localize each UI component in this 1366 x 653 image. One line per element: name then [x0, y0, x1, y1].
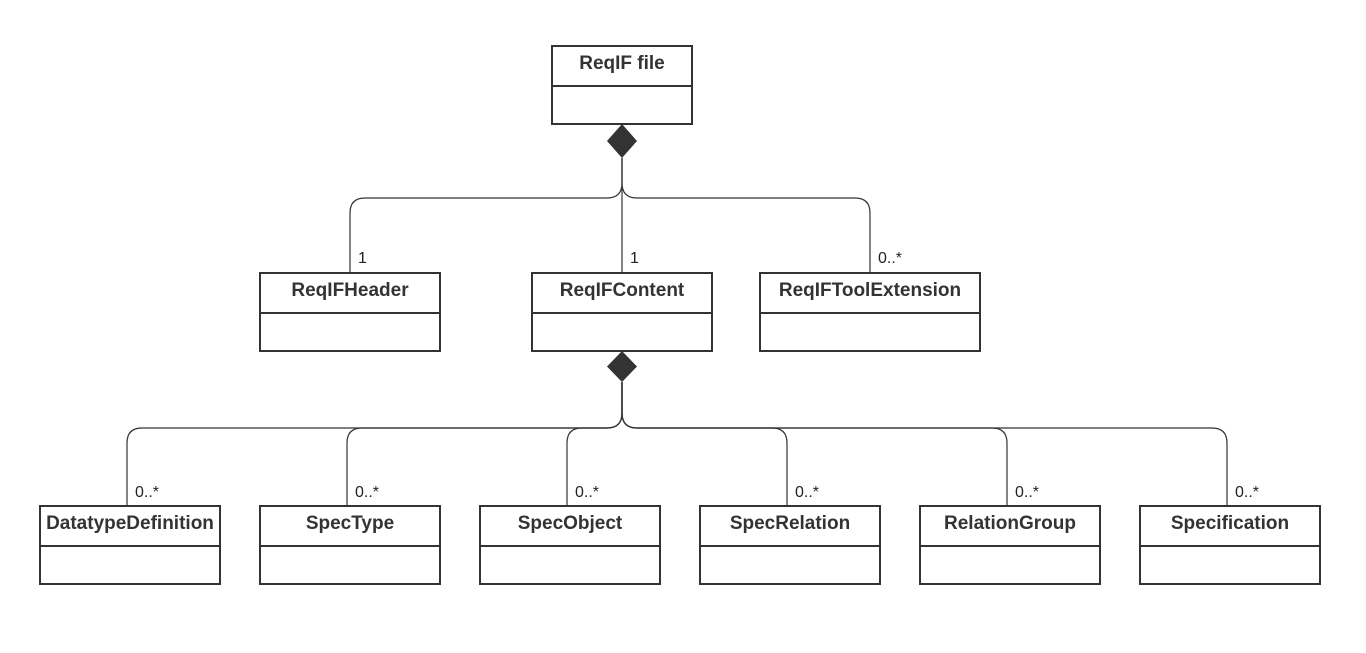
class-reqif-tool-extension[interactable]: ReqIFToolExtension: [759, 272, 981, 352]
connector-reqif-header: [349, 158, 623, 272]
class-datatype-definition[interactable]: DatatypeDefinition: [39, 505, 221, 585]
class-spec-type[interactable]: SpecType: [259, 505, 441, 585]
class-attributes: [921, 547, 1099, 583]
class-reqif-header[interactable]: ReqIFHeader: [259, 272, 441, 352]
class-reqif-file[interactable]: ReqIF file: [551, 45, 693, 125]
class-specification[interactable]: Specification: [1139, 505, 1321, 585]
class-attributes: [553, 87, 691, 123]
class-name: Specification: [1141, 507, 1319, 547]
class-name: RelationGroup: [921, 507, 1099, 547]
connector-spec-object: [566, 382, 623, 506]
class-attributes: [261, 547, 439, 583]
class-attributes: [701, 547, 879, 583]
multiplicity-datatype-definition: 0..*: [135, 484, 160, 501]
class-name: ReqIFHeader: [261, 274, 439, 314]
class-attributes: [41, 547, 219, 583]
composition-diamond-reqif-file: [607, 124, 637, 158]
class-name: DatatypeDefinition: [41, 507, 219, 547]
class-name: SpecObject: [481, 507, 659, 547]
class-attributes: [533, 314, 711, 350]
multiplicity-spec-object: 0..*: [575, 484, 600, 501]
multiplicity-reqif-content: 1: [630, 250, 639, 267]
connector-reqif-tool-extension: [621, 158, 871, 272]
class-attributes: [761, 314, 979, 350]
multiplicity-reqif-tool-extension: 0..*: [878, 250, 903, 267]
multiplicity-specification: 0..*: [1235, 484, 1260, 501]
class-spec-relation[interactable]: SpecRelation: [699, 505, 881, 585]
class-name: ReqIFContent: [533, 274, 711, 314]
class-name: ReqIF file: [553, 47, 691, 87]
connector-specification: [621, 382, 1228, 506]
class-reqif-content[interactable]: ReqIFContent: [531, 272, 713, 352]
class-relation-group[interactable]: RelationGroup: [919, 505, 1101, 585]
class-name: SpecType: [261, 507, 439, 547]
composition-diamond-reqif-content: [607, 351, 637, 382]
class-name: ReqIFToolExtension: [761, 274, 979, 314]
multiplicity-reqif-header: 1: [358, 250, 367, 267]
class-attributes: [261, 314, 439, 350]
multiplicity-spec-relation: 0..*: [795, 484, 820, 501]
class-name: SpecRelation: [701, 507, 879, 547]
multiplicity-spec-type: 0..*: [355, 484, 380, 501]
class-attributes: [481, 547, 659, 583]
class-spec-object[interactable]: SpecObject: [479, 505, 661, 585]
connector-spec-relation: [621, 382, 788, 506]
class-attributes: [1141, 547, 1319, 583]
multiplicity-relation-group: 0..*: [1015, 484, 1040, 501]
